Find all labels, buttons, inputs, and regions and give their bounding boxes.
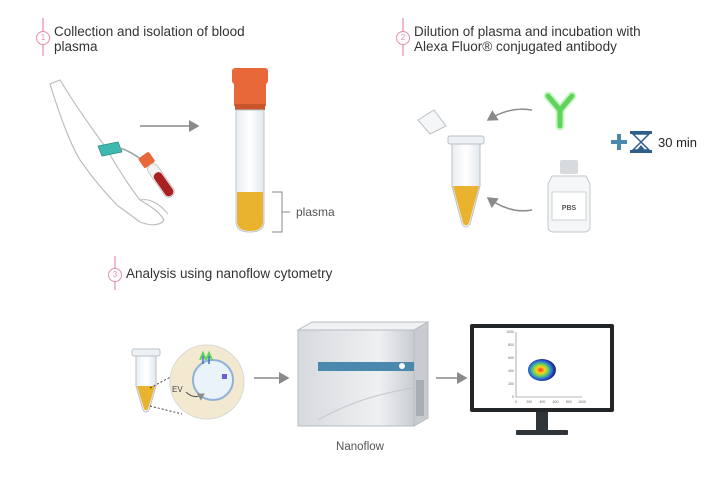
plasma-label: plasma bbox=[296, 205, 335, 219]
x-tick-label: 1000 bbox=[578, 400, 586, 404]
step-2-number: 2 bbox=[396, 31, 410, 45]
nanoflow-instrument-icon bbox=[296, 321, 430, 427]
hourglass-icon bbox=[630, 131, 652, 153]
x-tick-label: 400 bbox=[539, 400, 545, 404]
pbs-label: PBS bbox=[562, 205, 577, 212]
plus-icon bbox=[611, 134, 627, 150]
x-tick-label: 0 bbox=[515, 400, 517, 404]
x-tick-labels: 0 200 400 600 800 1000 bbox=[515, 400, 586, 404]
plasma-bracket bbox=[272, 191, 290, 233]
step-3-number: 3 bbox=[108, 268, 122, 282]
incubation-time-label: 30 min bbox=[658, 135, 697, 150]
step-3-title: Analysis using nanoflow cytometry bbox=[126, 266, 333, 281]
sample-tube-icon bbox=[131, 348, 161, 413]
step-2-title-line1: Dilution of plasma and incubation with bbox=[414, 24, 641, 39]
arm-icon bbox=[49, 79, 169, 226]
y-tick-label: 1000 bbox=[506, 330, 514, 334]
y-tick-label: 800 bbox=[508, 343, 514, 347]
y-tick-label: 200 bbox=[508, 382, 514, 386]
scatter-plot: 0 200 400 600 800 1000 0 200 400 600 800 1000 bbox=[506, 330, 586, 404]
vesicle-zoom-icon bbox=[169, 344, 245, 420]
step-2-title: Dilution of plasma and incubation with A… bbox=[414, 24, 641, 54]
arrow-pbs-to-tube bbox=[486, 197, 533, 212]
y-tick-label: 600 bbox=[508, 356, 514, 360]
y-tick-labels: 0 200 400 600 800 1000 bbox=[506, 330, 514, 399]
blood-tube-icon bbox=[138, 152, 175, 198]
pbs-bottle-icon bbox=[547, 160, 591, 233]
scatter-density bbox=[528, 359, 556, 381]
antibody-icon bbox=[543, 91, 577, 131]
instrument-label: Nanoflow bbox=[336, 441, 385, 453]
arrow-antibody-to-tube bbox=[486, 108, 533, 121]
eppendorf-tube-icon bbox=[417, 109, 485, 228]
step-1-title-line2: plasma bbox=[54, 39, 98, 54]
y-tick-label: 400 bbox=[508, 369, 514, 373]
plasma-tube-icon bbox=[232, 68, 268, 233]
step-1-title: Collection and isolation of blood plasma bbox=[54, 24, 245, 54]
x-tick-label: 200 bbox=[526, 400, 532, 404]
step-1-title-line1: Collection and isolation of blood bbox=[54, 24, 245, 39]
x-tick-label: 600 bbox=[553, 400, 559, 404]
y-tick-label: 0 bbox=[512, 395, 514, 399]
x-tick-label: 800 bbox=[566, 400, 572, 404]
vesicle-label: EV bbox=[172, 385, 183, 394]
step-1-number: 1 bbox=[36, 31, 50, 45]
step-2-title-line2: Alexa Fluor® conjugated antibody bbox=[414, 39, 617, 54]
